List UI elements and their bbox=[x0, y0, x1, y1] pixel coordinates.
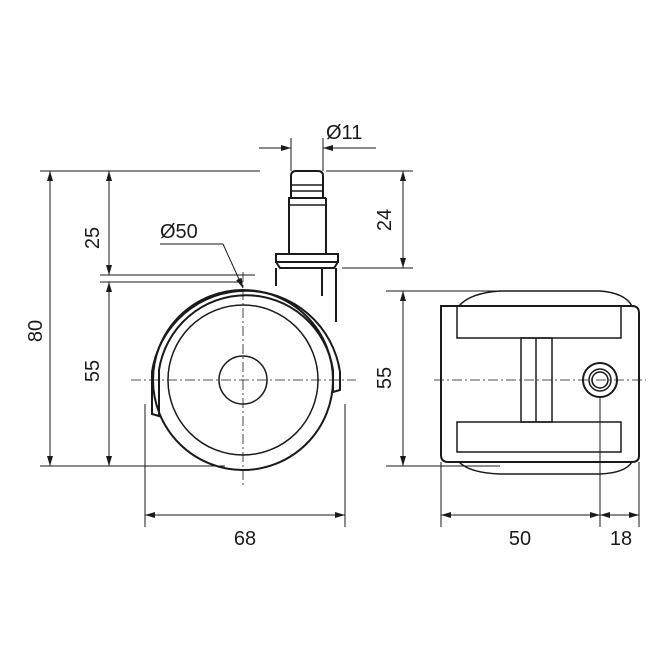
dim-front-width: 68 bbox=[144, 404, 346, 550]
dim-text-pin-diameter: Ø11 bbox=[326, 122, 362, 144]
dim-lower-height-front: 55 bbox=[82, 281, 243, 466]
dim-pin-diameter: Ø11 bbox=[259, 122, 376, 171]
dim-side-width: 50 bbox=[440, 397, 601, 550]
front-view bbox=[131, 170, 356, 488]
dim-text-lower-height-side: 55 bbox=[374, 367, 396, 389]
side-view bbox=[434, 290, 646, 475]
dim-lower-height-side: 55 bbox=[374, 290, 500, 467]
dim-text-overall-height: 80 bbox=[25, 320, 47, 342]
dim-pin-length: 24 bbox=[326, 170, 413, 269]
dim-side-offset: 18 bbox=[600, 462, 640, 550]
dim-upper-height: 25 bbox=[82, 171, 255, 276]
dim-text-side-offset: 18 bbox=[610, 528, 632, 550]
dim-text-wheel-diameter: Ø50 bbox=[160, 221, 198, 243]
dim-text-front-width: 68 bbox=[234, 528, 256, 550]
caster-fork bbox=[151, 268, 341, 418]
dim-wheel-diameter: Ø50 bbox=[160, 221, 244, 289]
dim-text-side-width: 50 bbox=[509, 528, 531, 550]
stem-pin bbox=[275, 170, 339, 269]
dim-text-upper-height: 25 bbox=[82, 227, 104, 249]
dim-text-pin-length: 24 bbox=[374, 209, 396, 231]
dim-overall-height: 80 bbox=[25, 170, 260, 467]
dim-text-lower-height-front: 55 bbox=[82, 360, 104, 382]
